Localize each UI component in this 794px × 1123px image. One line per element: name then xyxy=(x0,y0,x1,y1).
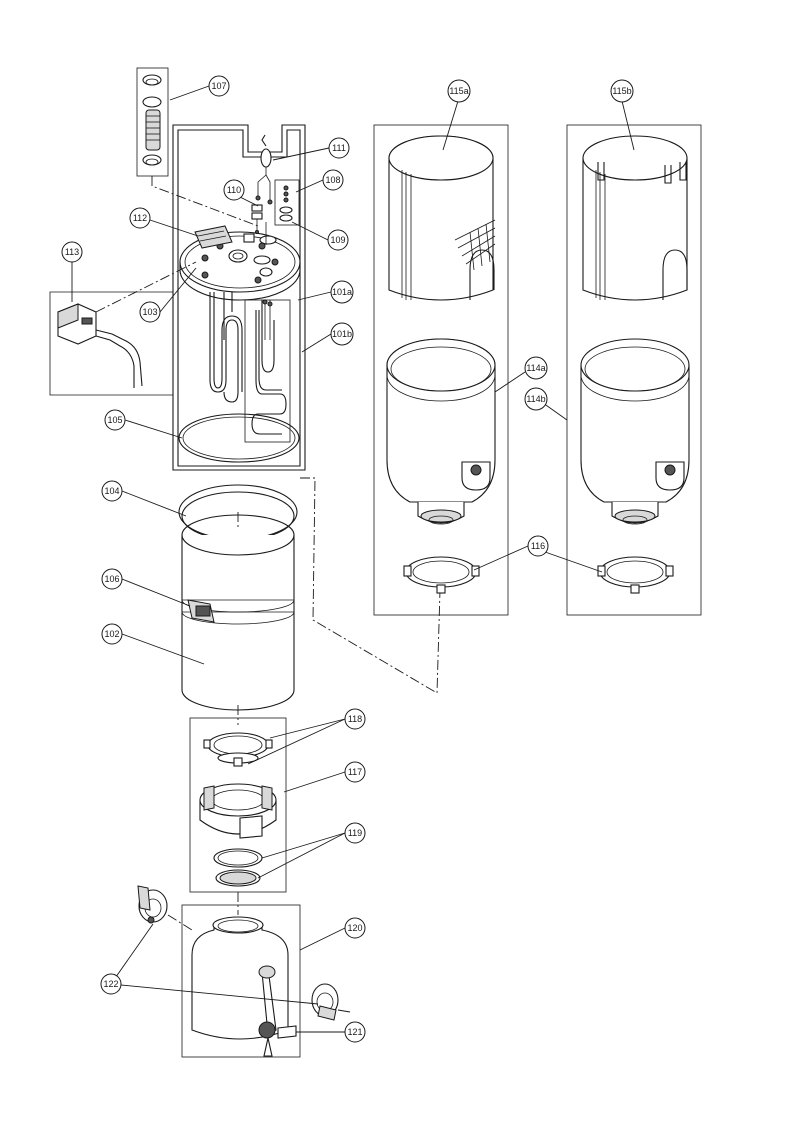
svg-text:110: 110 xyxy=(227,185,241,195)
part-103-head-flange xyxy=(179,225,301,301)
callout-116: 116 xyxy=(527,535,549,557)
part-110-screws xyxy=(251,204,263,234)
part-122-valve-left xyxy=(137,885,168,924)
callout-104: 104 xyxy=(101,480,123,502)
svg-text:122: 122 xyxy=(103,979,118,989)
svg-text:101a: 101a xyxy=(332,287,352,297)
svg-text:106: 106 xyxy=(104,574,119,584)
part-105-gasket xyxy=(178,413,300,463)
callout-110: 110 xyxy=(223,179,245,201)
svg-text:115b: 115b xyxy=(612,86,631,96)
callout-118: 118 xyxy=(344,708,366,730)
callout-103: 103 xyxy=(139,301,161,323)
callout-111: 111 xyxy=(328,137,350,159)
svg-text:119: 119 xyxy=(348,828,362,838)
callout-108: 108 xyxy=(322,169,344,191)
callout-121: 121 xyxy=(344,1021,366,1043)
callout-102: 102 xyxy=(101,623,123,645)
callout-115a: 115a xyxy=(447,79,471,103)
heating-element-rear xyxy=(244,299,291,443)
part-109-terminal-clips xyxy=(253,222,277,265)
svg-text:114b: 114b xyxy=(526,394,545,404)
callout-120: 120 xyxy=(344,917,366,939)
part-120-base-vessel xyxy=(181,904,301,1058)
callout-101b: 101b xyxy=(330,322,354,346)
svg-text:121: 121 xyxy=(347,1027,362,1037)
svg-text:115a: 115a xyxy=(449,86,468,96)
heating-element xyxy=(209,292,243,403)
svg-text:113: 113 xyxy=(65,247,79,257)
svg-text:104: 104 xyxy=(104,486,119,496)
svg-text:109: 109 xyxy=(330,235,345,245)
svg-text:105: 105 xyxy=(107,415,122,425)
part-116-retaining-ring-right xyxy=(597,556,674,594)
callout-113: 113 xyxy=(61,241,83,263)
svg-text:101b: 101b xyxy=(332,329,352,339)
callout-117: 117 xyxy=(344,761,366,783)
part-116-retaining-ring-left xyxy=(403,556,480,594)
callout-112: 112 xyxy=(129,207,151,229)
part-114b-tank-shell xyxy=(580,338,690,525)
callout-114a: 114a xyxy=(524,356,548,380)
callout-107: 107 xyxy=(208,75,230,97)
svg-text:108: 108 xyxy=(325,175,340,185)
leader-lines xyxy=(71,85,635,1033)
svg-text:118: 118 xyxy=(348,714,362,724)
svg-text:116: 116 xyxy=(531,541,545,551)
callout-122: 122 xyxy=(100,973,122,995)
part-115b-tank-liner xyxy=(566,124,702,616)
part-113-power-plug xyxy=(49,291,174,396)
svg-text:107: 107 xyxy=(211,81,226,91)
callout-109: 109 xyxy=(327,229,349,251)
part-122-valve-right xyxy=(311,983,351,1021)
callout-119: 119 xyxy=(344,822,366,844)
svg-text:102: 102 xyxy=(104,629,119,639)
callout-114b: 114b xyxy=(524,387,548,411)
callout-106: 106 xyxy=(101,568,123,590)
svg-text:111: 111 xyxy=(332,143,346,153)
part-108-fastener-kit xyxy=(274,179,300,226)
part-107-hose-assembly xyxy=(136,67,169,177)
part-101-lid-enclosure xyxy=(172,124,306,471)
part-111-sensor xyxy=(255,134,273,205)
svg-text:103: 103 xyxy=(142,307,157,317)
svg-text:120: 120 xyxy=(347,923,362,933)
svg-text:114a: 114a xyxy=(526,363,545,373)
part-117-mounting-flange xyxy=(189,705,287,893)
part-106-tank-clamp xyxy=(187,599,215,623)
part-115a-tank-liner xyxy=(373,124,509,616)
callout-115b: 115b xyxy=(610,79,634,103)
callout-105: 105 xyxy=(104,409,126,431)
callout-101a: 101a xyxy=(330,280,354,304)
part-114a-tank-shell xyxy=(386,338,496,525)
svg-text:117: 117 xyxy=(348,767,362,777)
svg-text:112: 112 xyxy=(133,213,147,223)
